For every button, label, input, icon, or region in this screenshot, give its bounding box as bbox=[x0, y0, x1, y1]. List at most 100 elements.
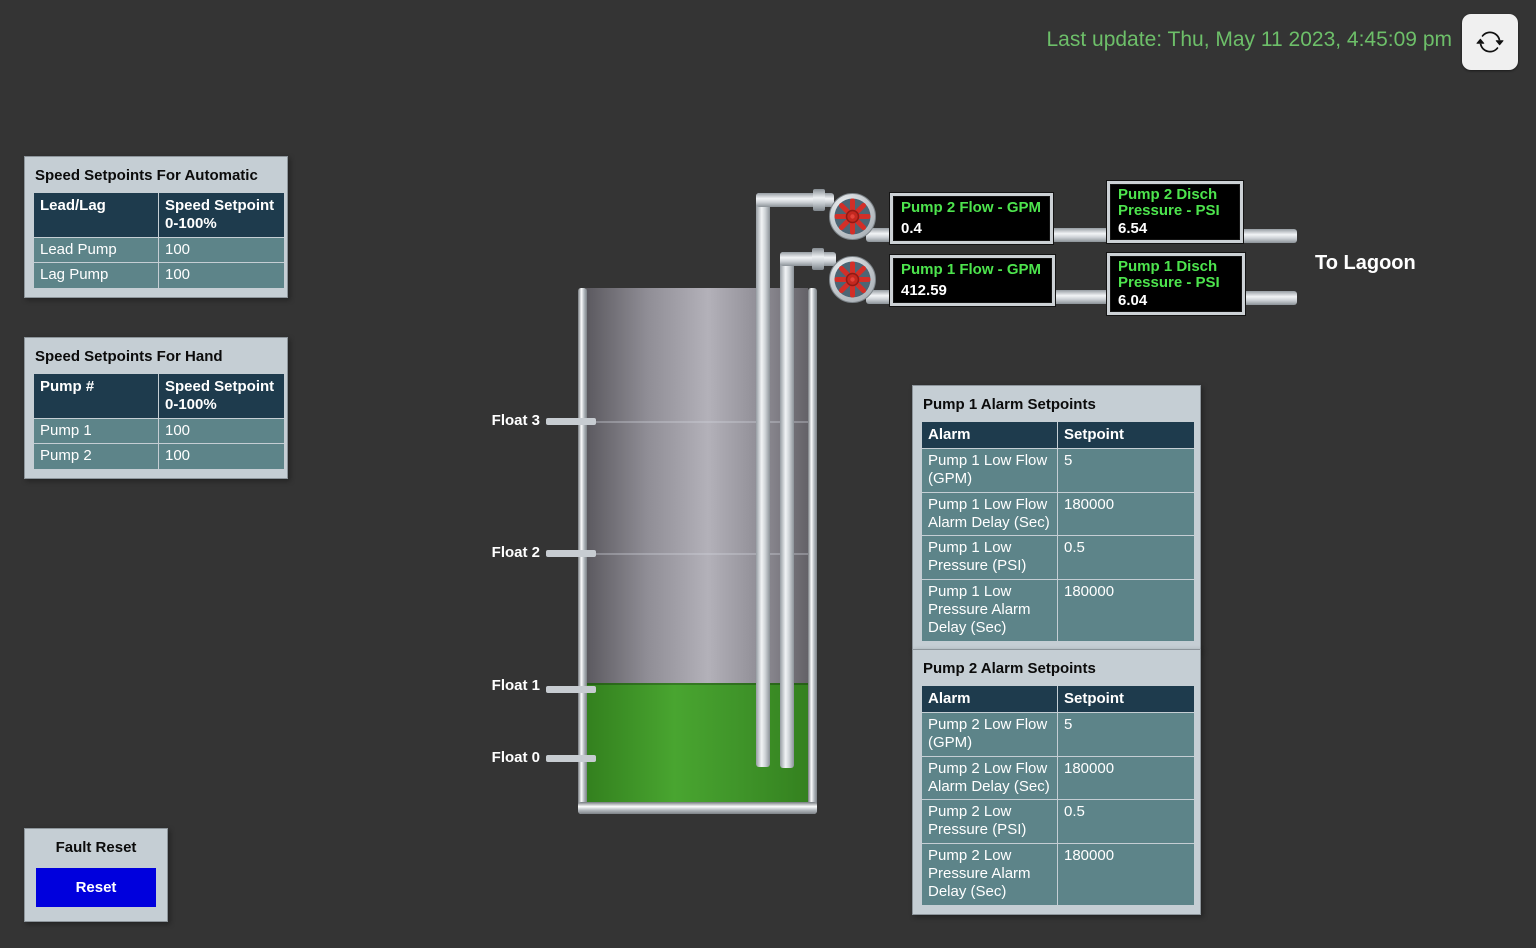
pump2-flow-title: Pump 2 Flow - GPM bbox=[901, 199, 1042, 216]
table-row: Pump 1 100 bbox=[33, 417, 285, 445]
refresh-button[interactable] bbox=[1462, 14, 1518, 70]
pump2-alarm-panel: Pump 2 Alarm Setpoints Alarm Setpoint Pu… bbox=[912, 649, 1201, 915]
table-row: Pump 2 Low Flow (GPM) 5 bbox=[921, 712, 1195, 757]
setpoint-value[interactable]: 180000 bbox=[1057, 491, 1195, 537]
hand-setpoints-panel: Speed Setpoints For Hand Pump # Speed Se… bbox=[24, 337, 288, 479]
column-header: Setpoint bbox=[1057, 421, 1195, 449]
float-2-tick bbox=[546, 550, 596, 557]
setpoint-value[interactable]: 180000 bbox=[1057, 578, 1195, 642]
row-label: Pump 2 Low Pressure Alarm Delay (Sec) bbox=[921, 842, 1058, 906]
table-row: Pump 2 100 bbox=[33, 443, 285, 470]
fault-reset-panel: Fault Reset Reset bbox=[24, 828, 168, 922]
setpoint-value[interactable]: 100 bbox=[158, 262, 285, 289]
pump1-suction-pipe bbox=[780, 252, 794, 768]
table-row: Pump 2 Low Pressure Alarm Delay (Sec) 18… bbox=[921, 842, 1195, 906]
float-0-label: Float 0 bbox=[491, 749, 540, 766]
auto-setpoints-title: Speed Setpoints For Automatic bbox=[35, 167, 258, 184]
pump1-discharge-pipe bbox=[866, 290, 896, 304]
setpoint-value[interactable]: 5 bbox=[1057, 448, 1195, 493]
column-header: Lead/Lag bbox=[33, 192, 159, 238]
pump2-flow-to-pressure-pipe bbox=[1050, 228, 1112, 242]
fault-reset-title: Fault Reset bbox=[55, 839, 137, 856]
row-label: Pump 1 Low Flow (GPM) bbox=[921, 448, 1058, 493]
setpoint-value[interactable]: 180000 bbox=[1057, 755, 1195, 801]
table-row: Pump 1 Low Flow (GPM) 5 bbox=[921, 448, 1195, 493]
pump2-flow-display: Pump 2 Flow - GPM 0.4 bbox=[890, 193, 1053, 244]
auto-setpoints-table: Lead/Lag Speed Setpoint 0-100% Lead Pump… bbox=[33, 192, 285, 289]
pump2-alarm-table: Alarm Setpoint Pump 2 Low Flow (GPM) 5 P… bbox=[921, 685, 1195, 906]
last-update-text: Last update: Thu, May 11 2023, 4:45:09 p… bbox=[1046, 28, 1452, 51]
setpoint-value[interactable]: 5 bbox=[1057, 712, 1195, 757]
pump2-alarm-title: Pump 2 Alarm Setpoints bbox=[923, 660, 1096, 677]
row-label: Pump 1 Low Flow Alarm Delay (Sec) bbox=[921, 491, 1058, 537]
auto-setpoints-panel: Speed Setpoints For Automatic Lead/Lag S… bbox=[24, 156, 288, 298]
row-label: Pump 1 bbox=[33, 417, 159, 445]
pump1-pressure-value: 6.04 bbox=[1118, 292, 1148, 310]
table-row: Pump 2 Low Pressure (PSI) 0.5 bbox=[921, 799, 1195, 844]
setpoint-value[interactable]: 180000 bbox=[1057, 842, 1195, 906]
row-label: Pump 2 Low Flow Alarm Delay (Sec) bbox=[921, 755, 1058, 801]
pump1-flow-title: Pump 1 Flow - GPM bbox=[901, 261, 1042, 278]
setpoint-value[interactable]: 0.5 bbox=[1057, 799, 1195, 844]
hand-setpoints-table: Pump # Speed Setpoint 0-100% Pump 1 100 … bbox=[33, 373, 285, 470]
pump2-suction-pipe bbox=[756, 193, 770, 767]
tank-wall-right bbox=[808, 288, 817, 814]
float-2-label: Float 2 bbox=[491, 544, 540, 561]
column-header: Speed Setpoint 0-100% bbox=[158, 373, 285, 419]
pump1-suction-run bbox=[780, 252, 836, 266]
pump1-outlet-pipe bbox=[1242, 291, 1297, 305]
row-label: Pump 2 Low Flow (GPM) bbox=[921, 712, 1058, 757]
float-3-tick bbox=[546, 418, 596, 425]
row-label: Pump 1 Low Pressure (PSI) bbox=[921, 535, 1058, 580]
table-row: Lag Pump 100 bbox=[33, 262, 285, 289]
tank-seam-line bbox=[586, 553, 808, 555]
float-1-label: Float 1 bbox=[491, 677, 540, 694]
float-0-tick bbox=[546, 755, 596, 762]
row-label: Lag Pump bbox=[33, 262, 159, 289]
pump1-alarm-panel: Pump 1 Alarm Setpoints Alarm Setpoint Pu… bbox=[912, 385, 1201, 651]
tank-seam-line bbox=[586, 421, 808, 423]
pump2-pipe-coupling bbox=[813, 189, 825, 211]
pump1-pressure-title: Pump 1 Disch Pressure - PSI bbox=[1118, 258, 1220, 292]
hand-setpoints-title: Speed Setpoints For Hand bbox=[35, 348, 223, 365]
refresh-icon bbox=[1476, 28, 1504, 56]
reset-button[interactable]: Reset bbox=[36, 868, 156, 907]
table-row: Pump 1 Low Pressure Alarm Delay (Sec) 18… bbox=[921, 578, 1195, 642]
setpoint-value[interactable]: 100 bbox=[158, 236, 285, 264]
setpoint-value[interactable]: 100 bbox=[158, 443, 285, 470]
setpoint-value[interactable]: 100 bbox=[158, 417, 285, 445]
pump2-pressure-display: Pump 2 Disch Pressure - PSI 6.54 bbox=[1107, 181, 1243, 243]
float-1-tick bbox=[546, 686, 596, 693]
column-header: Setpoint bbox=[1057, 685, 1195, 713]
table-row: Lead Pump 100 bbox=[33, 236, 285, 264]
pump1-flow-value: 412.59 bbox=[901, 282, 947, 300]
column-header: Alarm bbox=[921, 685, 1058, 713]
to-lagoon-label: To Lagoon bbox=[1315, 252, 1416, 274]
pump1-pipe-coupling bbox=[812, 248, 824, 270]
column-header: Alarm bbox=[921, 421, 1058, 449]
pump1-alarm-title: Pump 1 Alarm Setpoints bbox=[923, 396, 1096, 413]
pump2-flow-value: 0.4 bbox=[901, 220, 922, 238]
pump2-discharge-pipe bbox=[866, 228, 896, 242]
table-row: Pump 1 Low Flow Alarm Delay (Sec) 180000 bbox=[921, 491, 1195, 537]
pump1-flow-to-pressure-pipe bbox=[1052, 290, 1112, 304]
row-label: Pump 2 Low Pressure (PSI) bbox=[921, 799, 1058, 844]
column-header: Pump # bbox=[33, 373, 159, 419]
pump1-alarm-table: Alarm Setpoint Pump 1 Low Flow (GPM) 5 P… bbox=[921, 421, 1195, 642]
pump2-outlet-pipe bbox=[1240, 229, 1297, 243]
row-label: Pump 2 bbox=[33, 443, 159, 470]
pump1-flow-display: Pump 1 Flow - GPM 412.59 bbox=[890, 255, 1055, 306]
float-3-label: Float 3 bbox=[491, 412, 540, 429]
table-row: Pump 2 Low Flow Alarm Delay (Sec) 180000 bbox=[921, 755, 1195, 801]
setpoint-value[interactable]: 0.5 bbox=[1057, 535, 1195, 580]
column-header: Speed Setpoint 0-100% bbox=[158, 192, 285, 238]
pump2-pressure-title: Pump 2 Disch Pressure - PSI bbox=[1118, 186, 1220, 220]
pump1-pressure-display: Pump 1 Disch Pressure - PSI 6.04 bbox=[1107, 253, 1245, 315]
row-label: Lead Pump bbox=[33, 236, 159, 264]
pump-1-icon bbox=[829, 256, 876, 303]
tank-wall-bottom bbox=[578, 802, 817, 814]
row-label: Pump 1 Low Pressure Alarm Delay (Sec) bbox=[921, 578, 1058, 642]
pump2-pressure-value: 6.54 bbox=[1118, 220, 1148, 238]
pump-2-icon bbox=[829, 193, 876, 240]
